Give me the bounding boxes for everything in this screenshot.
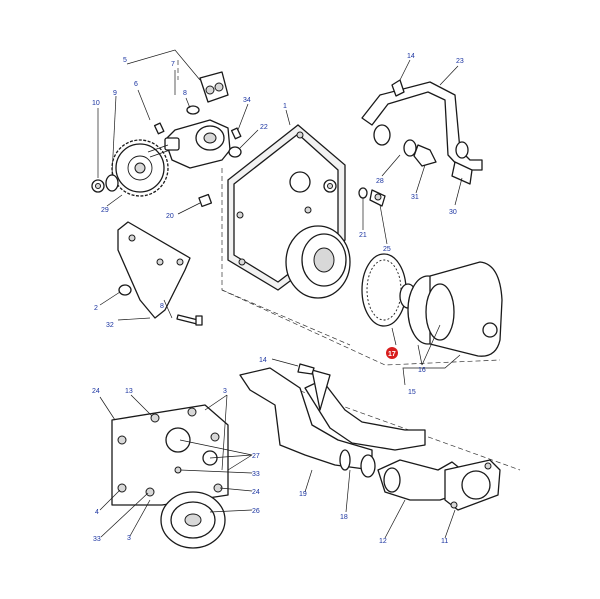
pipe-flange xyxy=(444,459,501,511)
callout-13: 13 xyxy=(125,388,133,395)
callout-33-right: 33 xyxy=(252,471,260,478)
callout-33-bottom: 33 xyxy=(93,536,101,543)
stud xyxy=(198,193,213,208)
callout-21: 21 xyxy=(359,232,367,239)
callout-30: 30 xyxy=(449,209,457,216)
callout-20: 20 xyxy=(166,213,174,220)
callout-9: 9 xyxy=(113,90,117,97)
callout-26: 26 xyxy=(252,508,260,515)
callout-8-bracket: 8 xyxy=(160,303,164,310)
callout-32: 32 xyxy=(106,322,114,329)
mounting-bracket xyxy=(117,221,191,319)
callout-7: 7 xyxy=(171,61,175,68)
rear-plate xyxy=(111,404,229,506)
callout-34: 34 xyxy=(243,97,251,104)
callout-25: 25 xyxy=(383,246,391,253)
callout-6: 6 xyxy=(134,81,138,88)
housing-pulley-boss xyxy=(285,225,351,299)
callout-17: 17 xyxy=(388,351,396,358)
callout-23: 23 xyxy=(456,58,464,65)
oil-pipe xyxy=(239,363,426,471)
callout-14-mid: 14 xyxy=(259,357,267,364)
callout-3-bottom: 3 xyxy=(127,535,131,542)
callout-11: 11 xyxy=(441,538,448,545)
callout-10: 10 xyxy=(92,100,100,107)
callout-5: 5 xyxy=(123,57,127,64)
dowel-pins xyxy=(153,122,242,140)
callout-22: 22 xyxy=(260,124,268,131)
callout-4: 4 xyxy=(95,509,99,516)
callout-24-right: 24 xyxy=(252,489,260,496)
callout-labels: 5 7 6 8 9 10 34 22 1 29 20 14 23 28 31 3… xyxy=(92,53,464,545)
callout-24-left: 24 xyxy=(92,388,100,395)
callout-8-top: 8 xyxy=(183,90,187,97)
callout-12: 12 xyxy=(379,538,387,545)
pump-suction-bracket xyxy=(199,71,229,103)
breather-pipe xyxy=(361,79,483,185)
oil-filter-canister xyxy=(407,261,503,357)
callout-16: 16 xyxy=(418,367,426,374)
callout-19: 19 xyxy=(299,491,307,498)
housing-fittings xyxy=(358,187,386,207)
callout-29: 29 xyxy=(101,207,109,214)
highlighted-callout-marker xyxy=(386,347,398,359)
callout-2: 2 xyxy=(94,305,98,312)
pipe-seals xyxy=(339,449,376,478)
callout-15: 15 xyxy=(408,389,416,396)
callout-14-top: 14 xyxy=(407,53,415,60)
callout-27: 27 xyxy=(252,453,260,460)
oil-pump-body xyxy=(147,119,231,169)
gear-nut-and-washer xyxy=(91,174,119,193)
leader-lines xyxy=(97,49,463,539)
rear-pulley xyxy=(160,491,226,549)
bracket-fixings xyxy=(118,284,203,326)
callout-3-top: 3 xyxy=(223,388,227,395)
callout-31: 31 xyxy=(411,194,419,201)
callout-28: 28 xyxy=(376,178,384,185)
callout-18: 18 xyxy=(340,514,348,521)
callout-1: 1 xyxy=(283,103,287,110)
pump-o-rings xyxy=(186,105,242,158)
